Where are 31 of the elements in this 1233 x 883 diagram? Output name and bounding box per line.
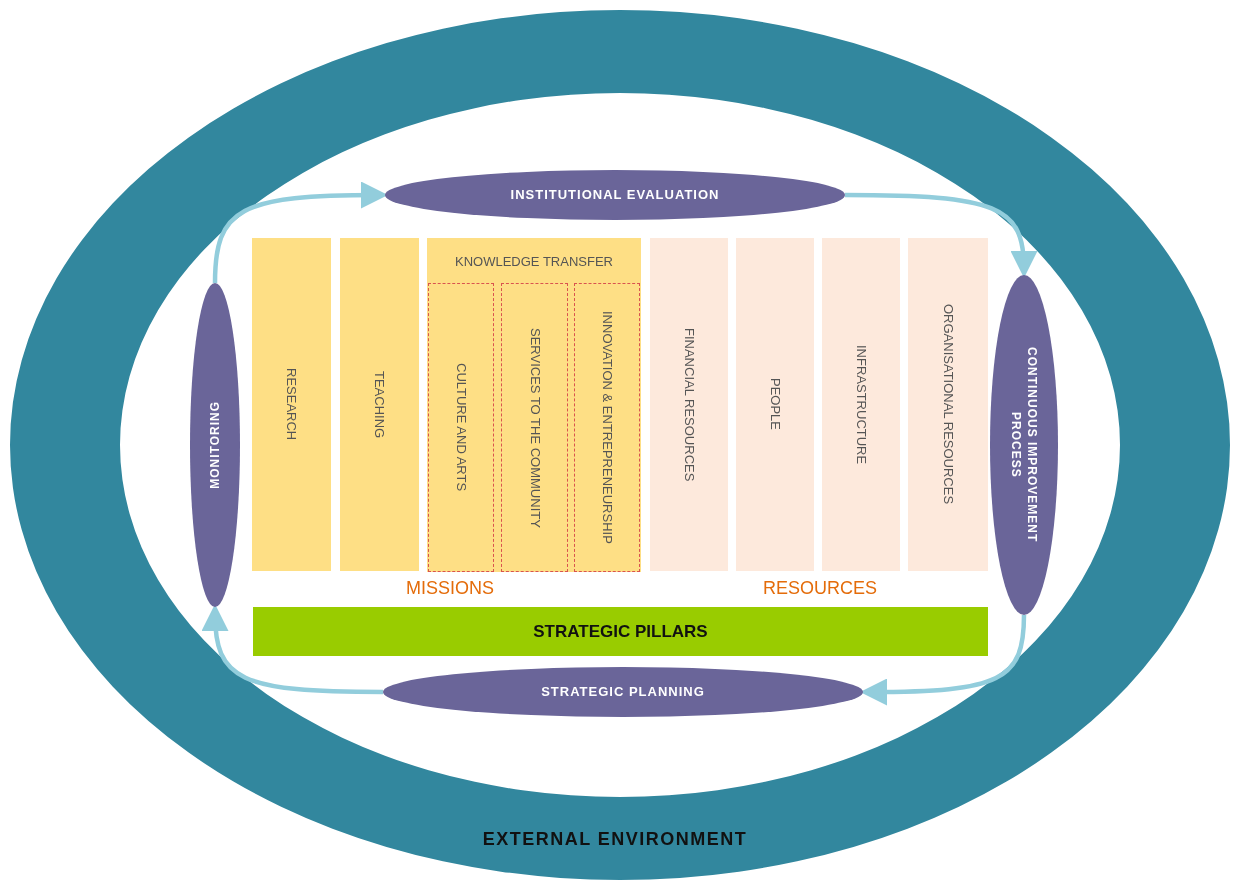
node-label: MONITORING [207, 401, 223, 489]
resource-column [908, 238, 988, 571]
sub-mission-column [501, 283, 568, 572]
node-label: CULTURE AND ARTS [454, 363, 468, 492]
resource-column [650, 238, 728, 571]
node-label: INFRASTRUCTURE [852, 344, 870, 465]
sub-mission-column [428, 283, 494, 572]
group-label: MISSIONS [405, 577, 495, 600]
node-label: SERVICES TO THE COMMUNITY [527, 327, 542, 528]
node-label: STRATEGIC PILLARS [533, 620, 708, 643]
mission-column [427, 238, 641, 572]
mission-column [252, 238, 331, 571]
cycle-arrow [845, 192, 1037, 278]
group-label: RESOURCES [762, 577, 878, 600]
cycle-arrow [202, 604, 383, 695]
node-label: TEACHING [371, 370, 389, 439]
pillars-bar [253, 607, 988, 656]
node-label: INSTITUTIONAL EVALUATION [510, 186, 720, 205]
node-label: STRATEGIC PLANNING [541, 683, 705, 702]
node-label: PEOPLE [766, 378, 784, 431]
node-label: FINANCIAL RESOURCES [680, 327, 698, 482]
node-label: CONTINUOUS IMPROVEMENT PROCESS [1008, 346, 1040, 545]
node-label: INNOVATION & ENTREPRENEURSHIP [600, 311, 614, 544]
resource-column [736, 238, 814, 571]
node-label: ORGANISATIONAL RESOURCES [939, 304, 957, 505]
node-label: RESEARCH [283, 368, 301, 441]
sub-mission-column [574, 283, 640, 572]
node-label: EXTERNAL ENVIRONMENT [481, 828, 749, 851]
node-label: KNOWLEDGE TRANSFER [454, 253, 614, 271]
mission-column [340, 238, 419, 571]
resource-column [822, 238, 900, 571]
